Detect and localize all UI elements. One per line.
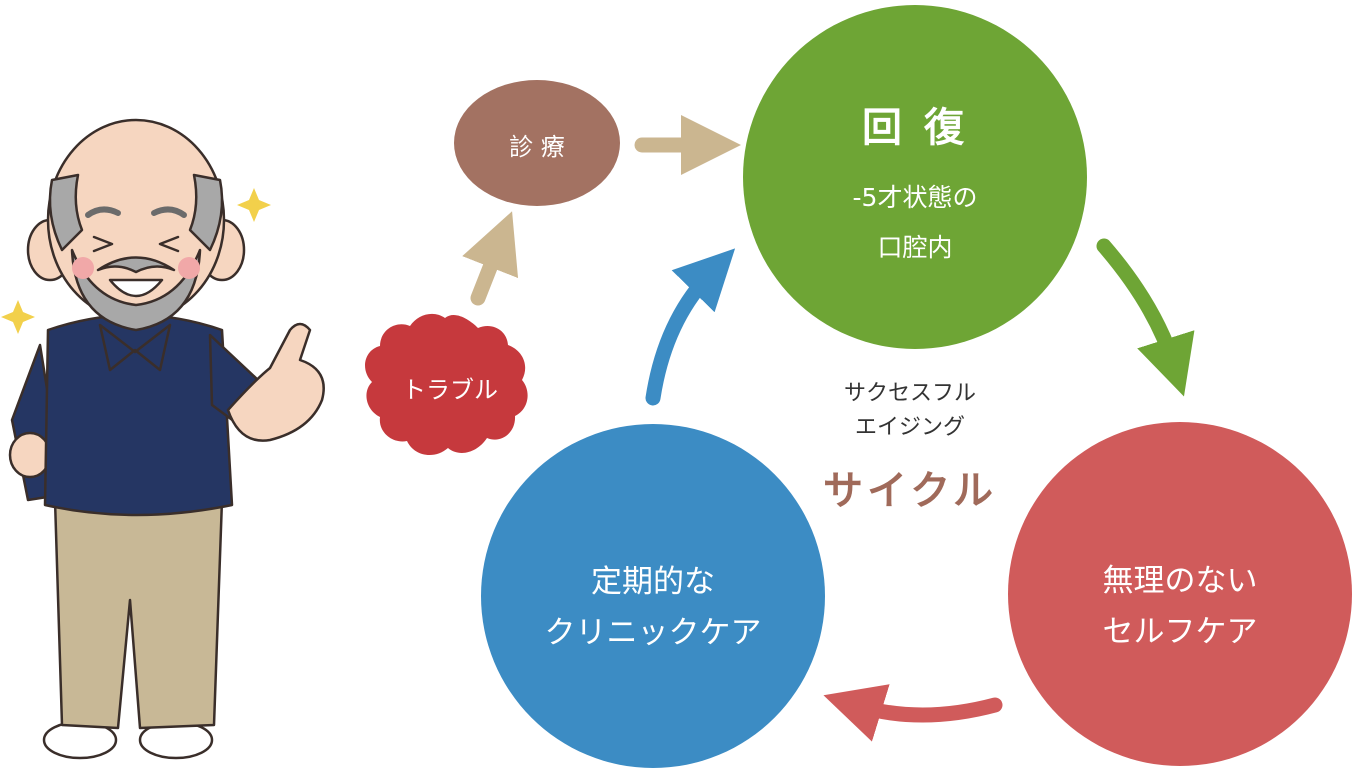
center-accent: サイクル: [823, 468, 997, 514]
recovery-line1: -5才状態の: [852, 183, 978, 212]
elderly-man-pointing-icon: [8, 118, 325, 760]
center-line1: サクセスフル: [843, 381, 976, 406]
selfcare-circle: [1008, 422, 1352, 766]
sparkle-icon: [1, 188, 271, 334]
diagnosis-ellipse: [454, 80, 620, 206]
selfcare-line1: 無理のない: [1102, 563, 1258, 599]
clinic-line2: クリニックケア: [544, 615, 762, 651]
diagnosis-label: 診 療: [509, 133, 565, 161]
clinic-circle: [481, 424, 825, 768]
trouble-label: トラブル: [402, 376, 498, 404]
clinic-line1: 定期的な: [591, 564, 715, 600]
recovery-circle: [743, 5, 1087, 349]
recovery-line2: 口腔内: [877, 233, 953, 262]
center-line2: エイジング: [854, 415, 965, 440]
arrow-recovery-to-selfcare: [1096, 238, 1195, 397]
selfcare-line2: セルフケア: [1102, 614, 1258, 650]
arrow-clinic-to-recovery: [645, 248, 736, 406]
trouble-burst: [365, 313, 528, 456]
recovery-title: 回 復: [862, 105, 968, 151]
arrow-selfcare-to-clinic: [823, 684, 1003, 742]
arrow-trouble-to-diagnosis: [462, 211, 519, 306]
